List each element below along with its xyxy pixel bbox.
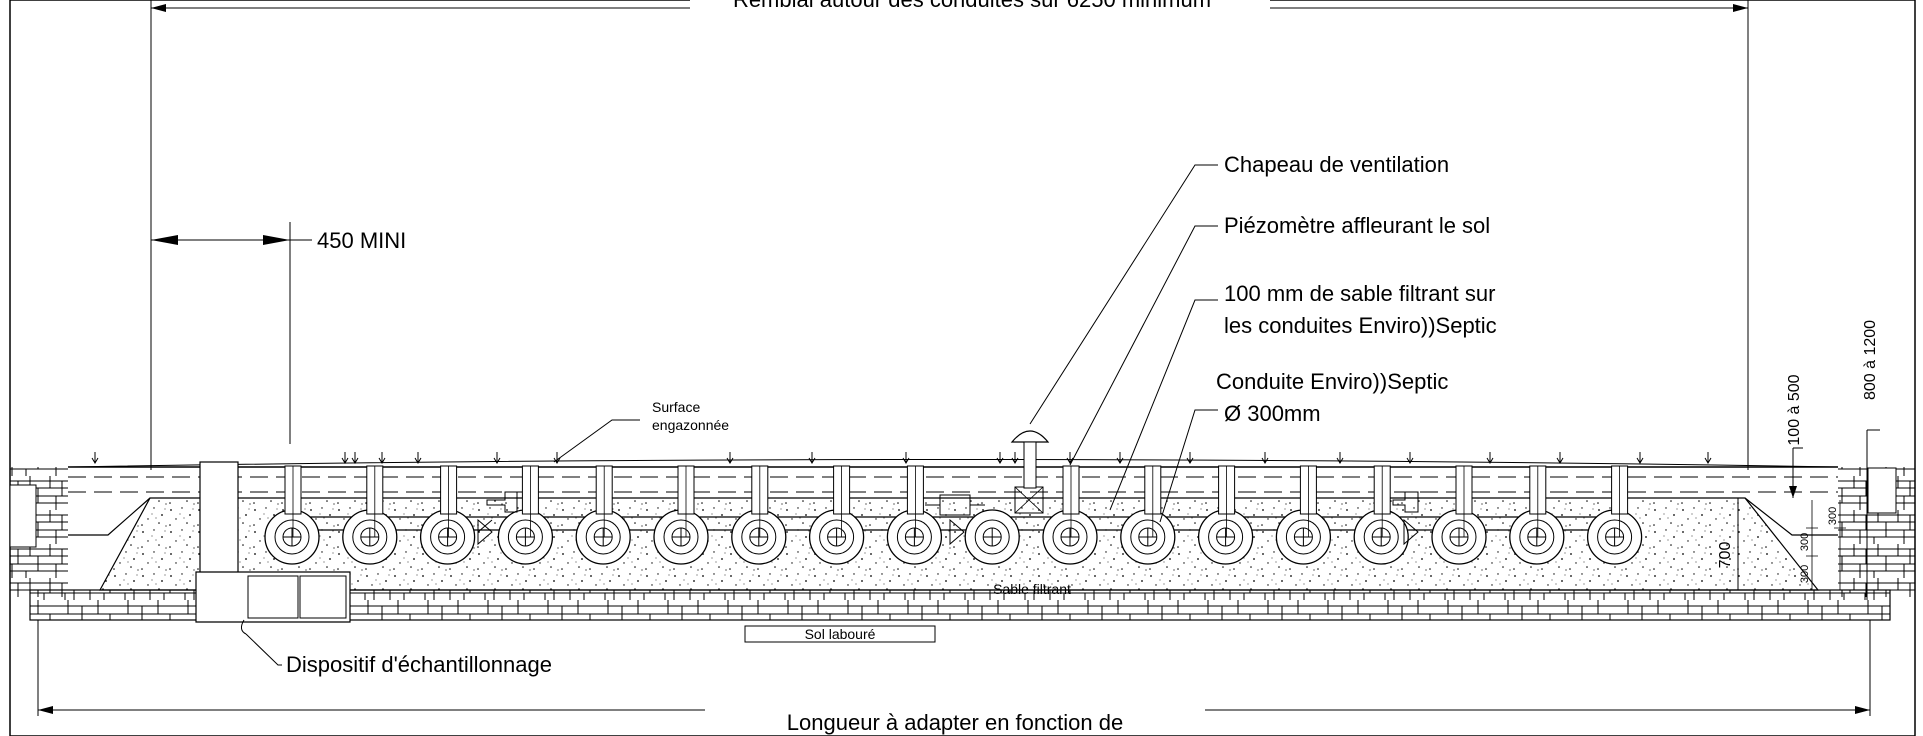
riser <box>284 465 302 537</box>
dimension-450-mini: 450 MINI <box>151 222 406 444</box>
riser <box>677 465 695 537</box>
grass-tick <box>493 452 501 464</box>
grass-tick <box>1261 452 1269 464</box>
grass-tick <box>1704 452 1712 464</box>
svg-text:Piézomètre affleurant le sol: Piézomètre affleurant le sol <box>1224 213 1490 238</box>
pipe-section <box>1353 509 1409 565</box>
grass-tick <box>1336 452 1344 464</box>
pipe-section <box>1120 509 1176 565</box>
riser <box>521 465 539 537</box>
svg-text:100 mm de sable filtrant sur: 100 mm de sable filtrant sur <box>1224 281 1495 306</box>
dimension-backfill: Remblai autour des conduites sur 6250 mi… <box>150 0 1749 470</box>
pipe-section <box>731 509 787 565</box>
svg-text:Dispositif d'échantillonnage: Dispositif d'échantillonnage <box>286 652 552 677</box>
riser <box>906 465 924 537</box>
dimension-length: Longueur à adapter en fonction de <box>37 620 1871 735</box>
riser <box>440 465 458 537</box>
svg-text:Ø 300mm: Ø 300mm <box>1224 401 1321 426</box>
riser <box>1062 465 1080 537</box>
drawing-frame <box>9 0 1916 736</box>
riser-pipes <box>284 465 1629 537</box>
riser <box>1455 465 1473 537</box>
grass-tick <box>1556 452 1564 464</box>
dim-300-c: 300 <box>1799 565 1811 583</box>
grass-tick <box>351 452 359 464</box>
grass-tick <box>91 452 99 464</box>
pipe-connectors <box>477 486 1419 546</box>
dim-100-500: 100 à 500 <box>1786 374 1803 445</box>
grass-tick <box>1116 452 1124 464</box>
topsoil-band <box>67 459 1839 493</box>
svg-text:Chapeau de ventilation: Chapeau de ventilation <box>1224 152 1449 177</box>
pipe-section <box>1275 509 1332 565</box>
pipe-section <box>1509 509 1565 565</box>
pipe-section <box>264 509 320 565</box>
grass-tick <box>341 452 349 464</box>
pipe-section <box>1197 509 1254 565</box>
svg-text:Conduite Enviro))Septic: Conduite Enviro))Septic <box>1216 369 1448 394</box>
pipe-section <box>497 509 554 565</box>
grass-ticks <box>91 452 1712 464</box>
filter-sand-label: Sable filtrant <box>993 581 1071 597</box>
dimension-right-stack: 100 à 500 800 à 1200 700 300 300 300 <box>1717 320 1880 600</box>
svg-text:Surface: Surface <box>652 399 700 415</box>
riser <box>1373 465 1391 537</box>
callout-piezometer: Piézomètre affleurant le sol <box>1069 213 1490 466</box>
riser <box>751 465 769 537</box>
grass-tick <box>1636 452 1644 464</box>
dim-300-a: 300 <box>1799 533 1811 551</box>
grass-tick <box>414 452 422 464</box>
callout-pipe: Conduite Enviro))Septic Ø 300mm <box>1159 369 1448 523</box>
pipe-section <box>419 509 476 565</box>
svg-text:les conduites Enviro))Septic: les conduites Enviro))Septic <box>1224 313 1497 338</box>
pipe-section <box>653 509 709 565</box>
length-label: Longueur à adapter en fonction de <box>787 710 1123 735</box>
riser <box>1611 465 1629 537</box>
pipe-section <box>1431 509 1487 565</box>
callout-vent-cap: Chapeau de ventilation <box>1029 152 1449 425</box>
pipe-section <box>964 509 1020 565</box>
riser <box>595 465 613 537</box>
grass-tick <box>378 452 386 464</box>
grass-tick <box>902 452 910 464</box>
callout-grass: Surface engazonnée <box>553 399 729 463</box>
pipe-section <box>575 509 631 565</box>
riser <box>1144 465 1162 537</box>
riser <box>1299 465 1317 537</box>
grass-tick <box>1011 452 1019 464</box>
grass-tick <box>808 452 816 464</box>
tilled-soil-label: Sol labouré <box>805 626 876 642</box>
callout-sampling: Dispositif d'échantillonnage <box>245 633 552 677</box>
native-soil-sides <box>9 467 1915 597</box>
grass-tick <box>1486 452 1494 464</box>
sampling-device <box>195 461 351 635</box>
grass-tick <box>1186 452 1194 464</box>
dim-300-b: 300 <box>1827 507 1839 525</box>
ventilation-cap <box>1010 430 1050 489</box>
svg-text:engazonnée: engazonnée <box>652 417 729 433</box>
enviro-septic-pipes <box>264 509 1643 565</box>
backfill-label: Remblai autour des conduites sur 6250 mi… <box>733 0 1211 12</box>
pipe-section <box>808 509 865 565</box>
riser <box>1218 465 1236 537</box>
grass-tick <box>1406 452 1414 464</box>
pipe-section <box>886 509 943 565</box>
pipe-section <box>1586 509 1643 565</box>
pipe-section <box>1042 509 1098 565</box>
riser <box>366 465 384 537</box>
dim-800-1200: 800 à 1200 <box>1862 320 1879 400</box>
pipe-section <box>342 509 398 565</box>
grass-tick <box>726 452 734 464</box>
riser <box>833 465 851 537</box>
grass-tick <box>996 452 1004 464</box>
callout-sand-over: 100 mm de sable filtrant sur les conduit… <box>1109 281 1497 511</box>
min-450-label: 450 MINI <box>317 228 406 253</box>
grass-tick <box>1066 452 1074 464</box>
riser <box>1529 465 1547 537</box>
dim-700: 700 <box>1717 542 1734 569</box>
